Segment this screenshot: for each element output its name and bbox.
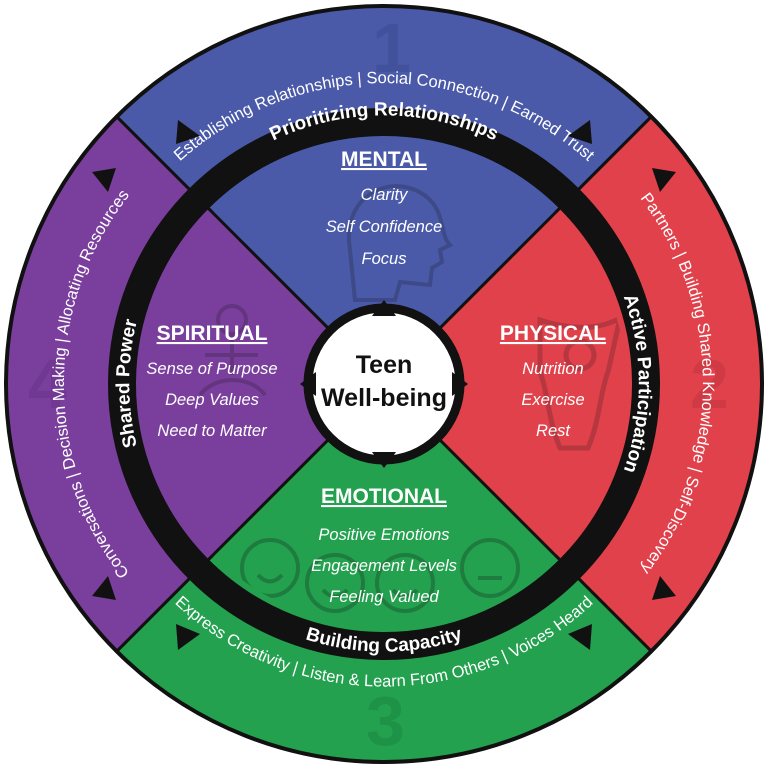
number-left: 4 <box>28 345 67 423</box>
emotional-text: EMOTIONAL Positive Emotions Engagement L… <box>311 485 457 606</box>
emotion-faces-icon <box>240 538 520 613</box>
physical-title: PHYSICAL <box>500 322 606 345</box>
physical-item: Exercise <box>521 391 584 409</box>
body-silhouette-icon <box>537 312 624 451</box>
center-hub: Teen Well-being <box>300 300 468 468</box>
meditation-icon <box>198 304 267 397</box>
spiritual-item: Sense of Purpose <box>146 360 277 378</box>
arrow-top-right-icon <box>568 120 592 144</box>
number-right: 2 <box>690 345 729 423</box>
arrow-left-bottom-icon <box>92 576 116 600</box>
emotional-item: Positive Emotions <box>318 526 449 544</box>
mental-text: MENTAL Clarity Self Confidence Focus <box>326 148 443 268</box>
arrow-right-top-icon <box>652 168 676 192</box>
number-top: 1 <box>372 9 411 87</box>
arrow-left-top-icon <box>92 168 116 192</box>
mental-title: MENTAL <box>341 148 427 171</box>
number-bottom: 3 <box>366 682 405 760</box>
spiritual-item: Need to Matter <box>157 422 268 440</box>
spiritual-item: Deep Values <box>165 391 259 409</box>
center-title-line2: Well-being <box>321 384 447 412</box>
ring-arrows <box>92 120 676 650</box>
arrow-right-bottom-icon <box>652 576 676 600</box>
center-title-line1: Teen <box>356 351 413 379</box>
arrow-top-left-icon <box>176 120 200 144</box>
emotional-item: Feeling Valued <box>329 588 439 606</box>
arrow-bottom-left-icon <box>176 624 200 650</box>
spiritual-text: SPIRITUAL Sense of Purpose Deep Values N… <box>146 322 277 440</box>
mental-item: Clarity <box>361 186 410 204</box>
wheel-outline <box>4 4 764 764</box>
physical-item: Nutrition <box>522 360 583 378</box>
physical-text: PHYSICAL Nutrition Exercise Rest <box>500 322 606 440</box>
arrow-bottom-right-icon <box>568 624 592 650</box>
mental-item: Self Confidence <box>326 218 443 236</box>
emotional-title: EMOTIONAL <box>321 485 447 508</box>
spiritual-title: SPIRITUAL <box>157 322 268 345</box>
mental-item: Focus <box>362 250 407 268</box>
black-ring <box>108 108 660 660</box>
head-silhouette-icon <box>346 184 454 302</box>
physical-item: Rest <box>536 422 571 440</box>
emotional-item: Engagement Levels <box>311 557 457 575</box>
